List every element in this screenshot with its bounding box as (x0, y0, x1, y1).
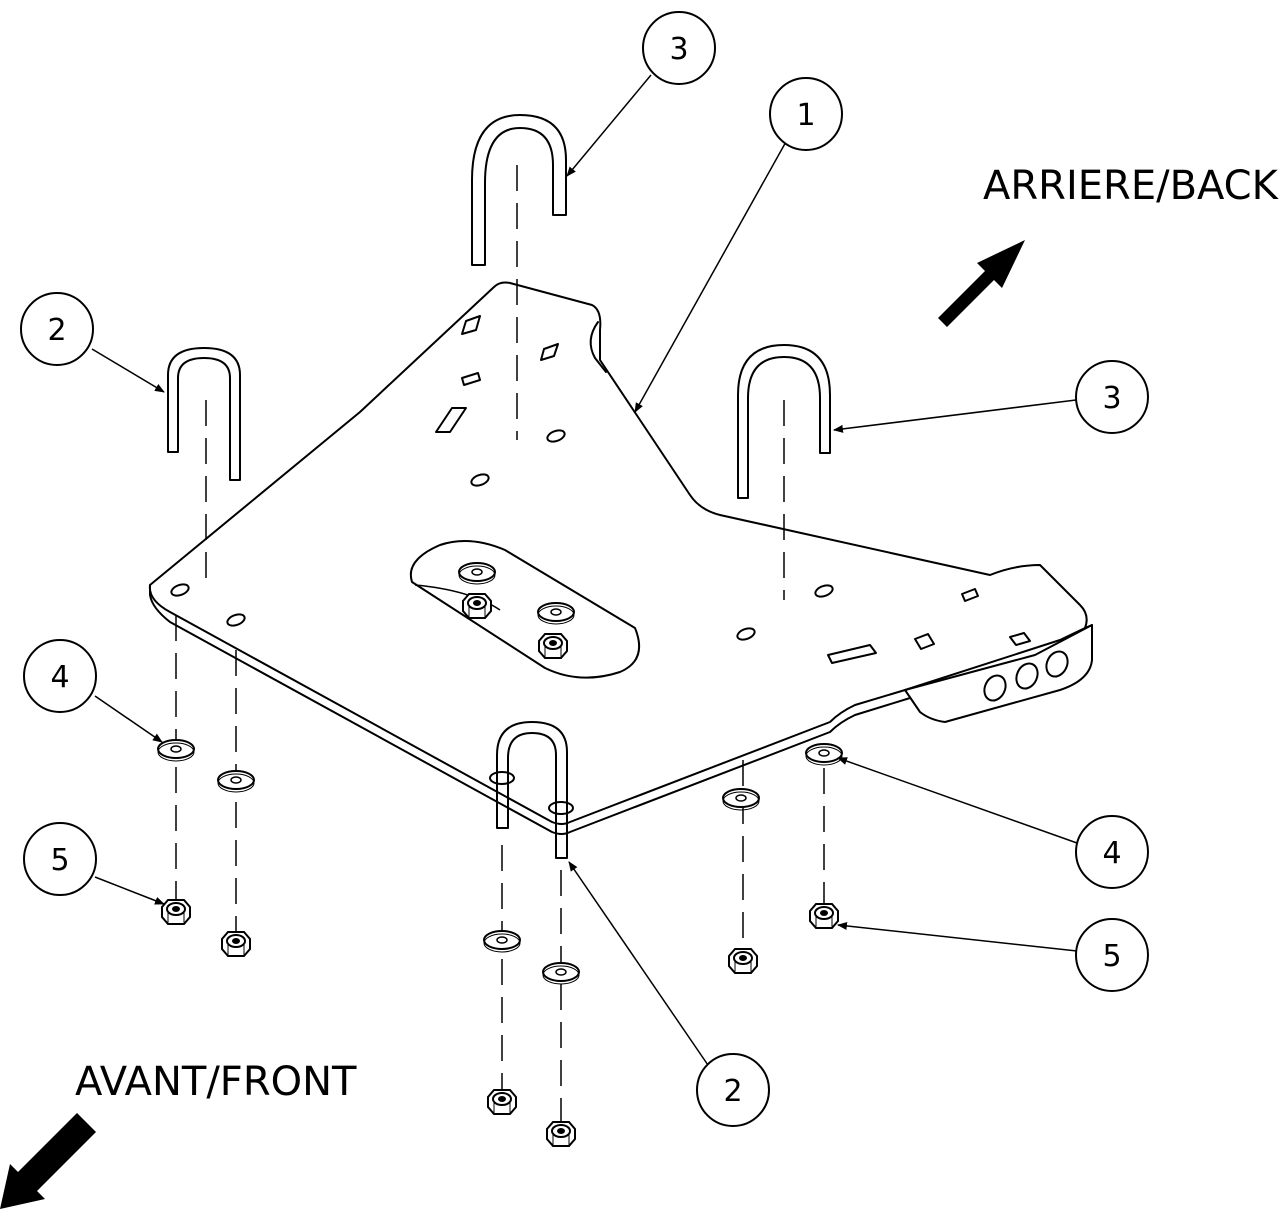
back-direction-label: ARRIERE/BACK (983, 163, 1280, 209)
callout-1: 1 (769, 77, 843, 151)
washers (157, 739, 843, 985)
front-direction-label: AVANT/FRONT (75, 1059, 357, 1105)
callout-2-left: 2 (20, 292, 94, 366)
mounting-plate (148, 281, 1093, 835)
callout-5-left: 5 (23, 822, 97, 896)
assembly-center-lines (175, 165, 825, 1130)
callout-2-bottom: 2 (696, 1053, 770, 1127)
leader-lines (91, 74, 1078, 1069)
svg-text:3: 3 (669, 32, 688, 67)
callout-3-top: 3 (642, 11, 716, 85)
back-arrow-icon (938, 240, 1025, 327)
front-arrow-icon (0, 1113, 96, 1209)
svg-text:3: 3 (1102, 381, 1121, 416)
u-bolt-right (737, 344, 831, 499)
u-bolt-top (471, 114, 567, 266)
svg-text:2: 2 (723, 1074, 742, 1109)
u-bolt-left (167, 347, 241, 481)
callout-3-right: 3 (1075, 360, 1149, 434)
callout-4-right: 4 (1075, 815, 1149, 889)
svg-text:2: 2 (47, 313, 66, 348)
callout-5-right: 5 (1075, 918, 1149, 992)
svg-text:4: 4 (1102, 836, 1121, 871)
svg-text:5: 5 (1102, 939, 1121, 974)
callout-4-left: 4 (23, 639, 97, 713)
svg-text:1: 1 (796, 98, 815, 133)
svg-text:5: 5 (50, 843, 69, 878)
svg-text:4: 4 (50, 660, 69, 695)
u-bolt-bottom (489, 721, 574, 859)
